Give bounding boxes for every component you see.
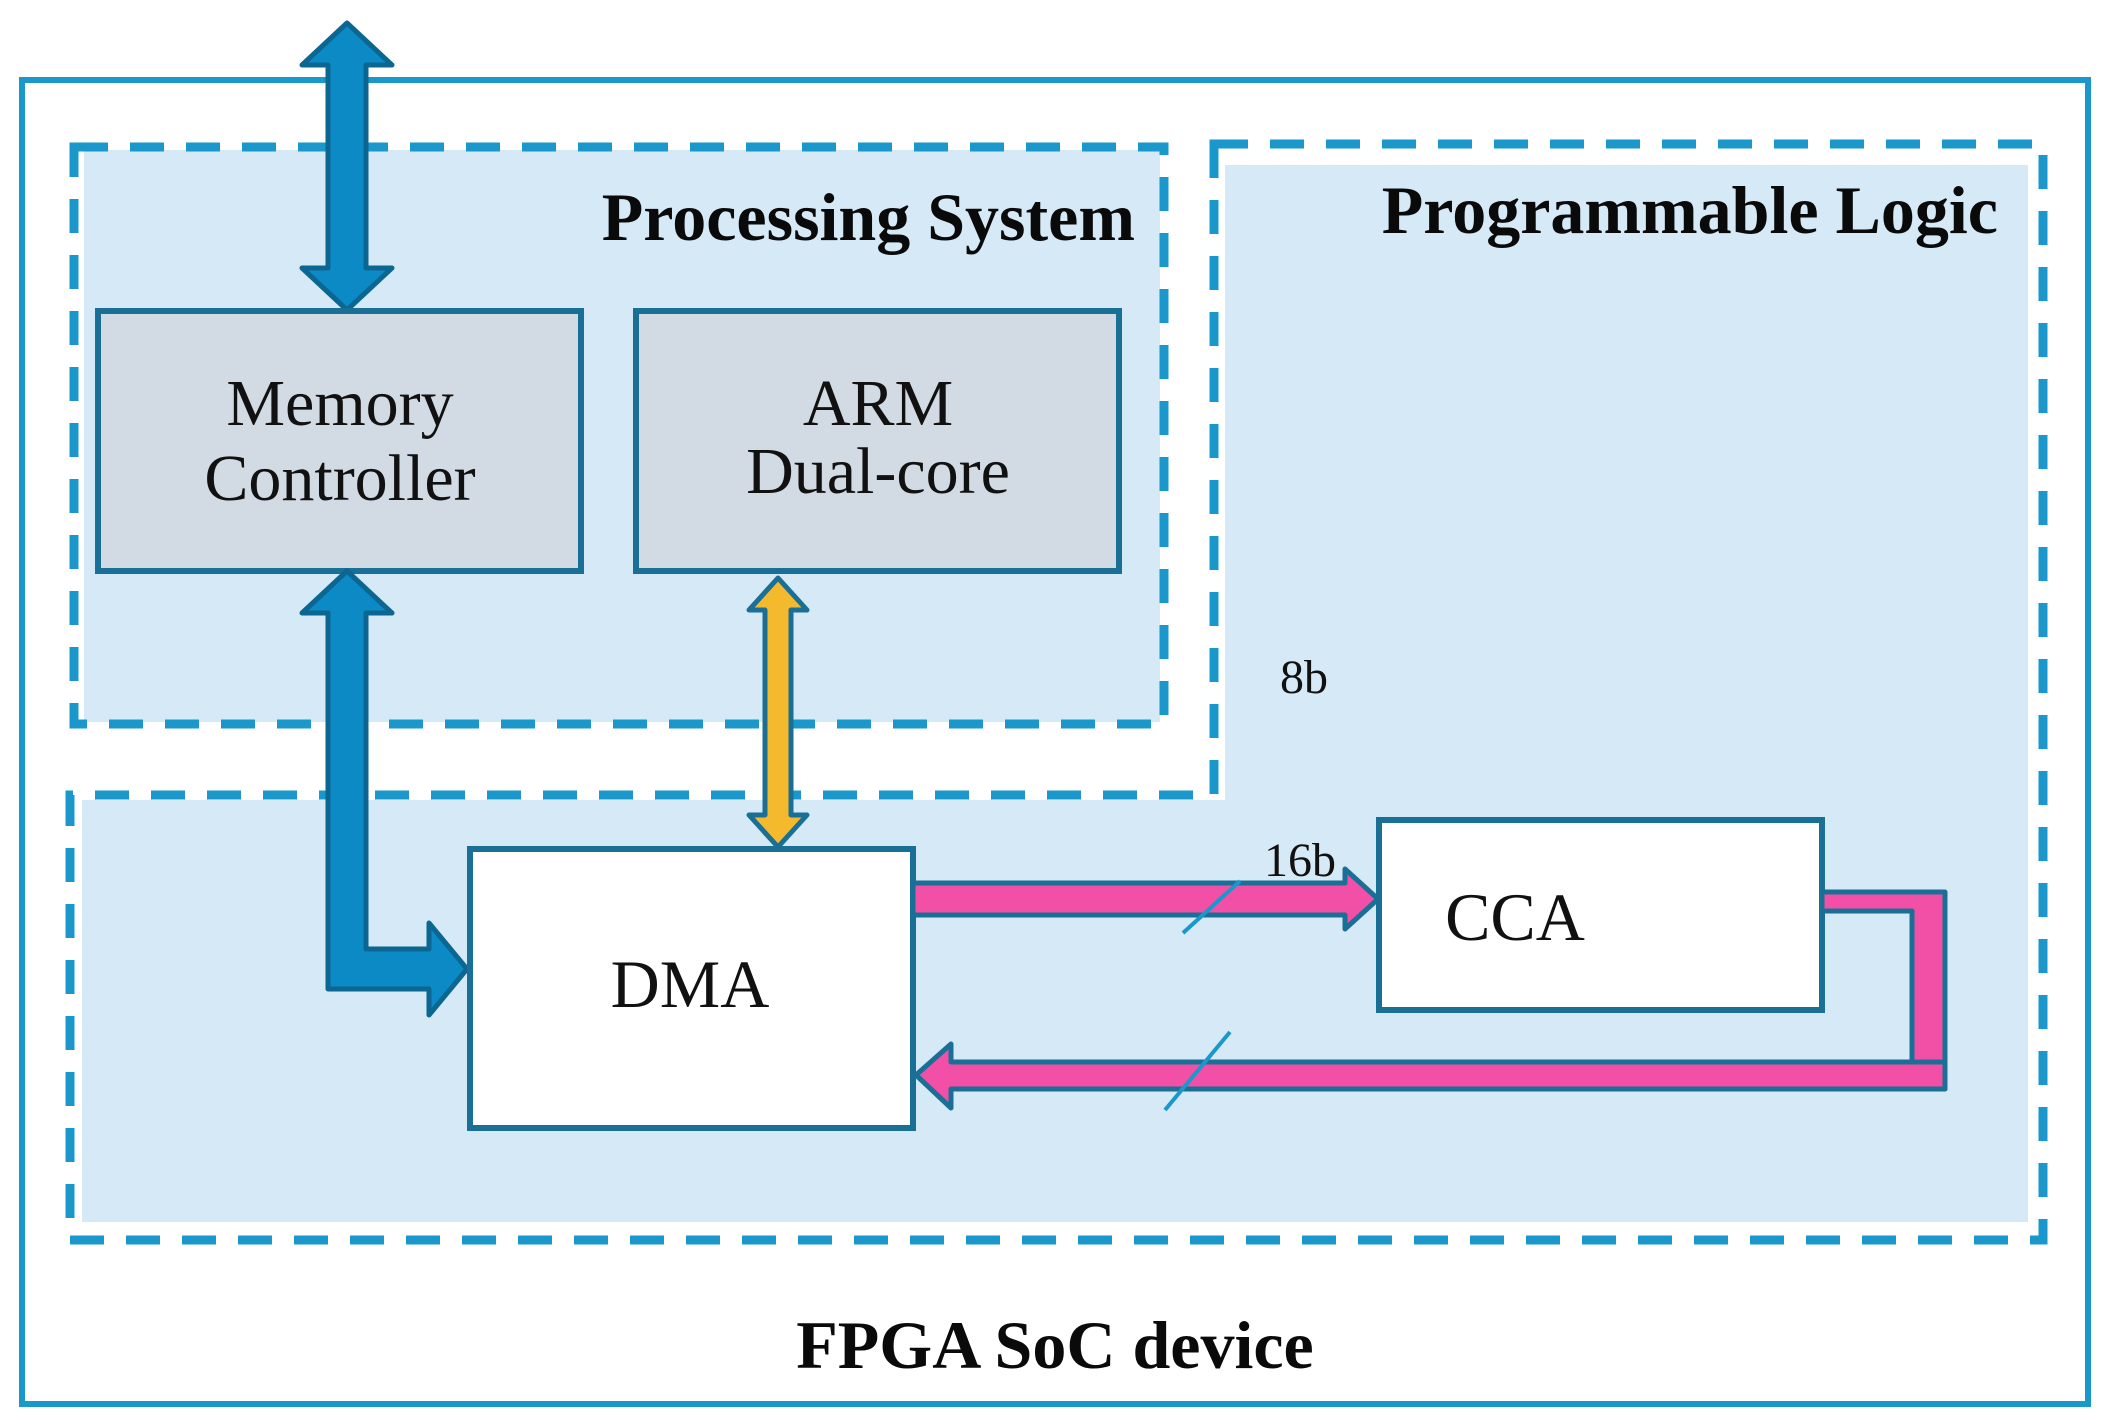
cca-to-dma-arrow-left-icon: [913, 1041, 1948, 1111]
processing-system-border: [69, 142, 1169, 729]
cca-block: [1376, 817, 1825, 1013]
programmable-logic-title: Programmable Logic: [1382, 172, 1998, 248]
memory-controller-label-line2: Controller: [204, 442, 475, 515]
memory-controller-label-line1: Memory: [226, 367, 453, 440]
processing-system-title: Processing System: [602, 179, 1135, 255]
dma-block: [467, 846, 916, 1131]
cca-label: CCA: [1445, 879, 1585, 955]
bus-width-label-8b: 8b: [1280, 651, 1328, 704]
programmable-logic-border: [65, 139, 2048, 1245]
arm-label-line2: Dual-core: [746, 435, 1010, 508]
fpga-soc-device-label: FPGA SoC device: [796, 1307, 1314, 1383]
bus-width-label-16b: 16b: [1264, 834, 1336, 887]
bus-width-slash-bottom: [1163, 1030, 1232, 1112]
memory-controller-block: [95, 308, 584, 574]
arm-dual-core-block: [633, 308, 1122, 574]
arm-label-line1: ARM: [803, 367, 953, 440]
bus-width-slash-top: [1181, 879, 1242, 935]
dma-label: DMA: [611, 946, 770, 1022]
dma-to-cca-arrow-right-icon: [910, 866, 1381, 932]
